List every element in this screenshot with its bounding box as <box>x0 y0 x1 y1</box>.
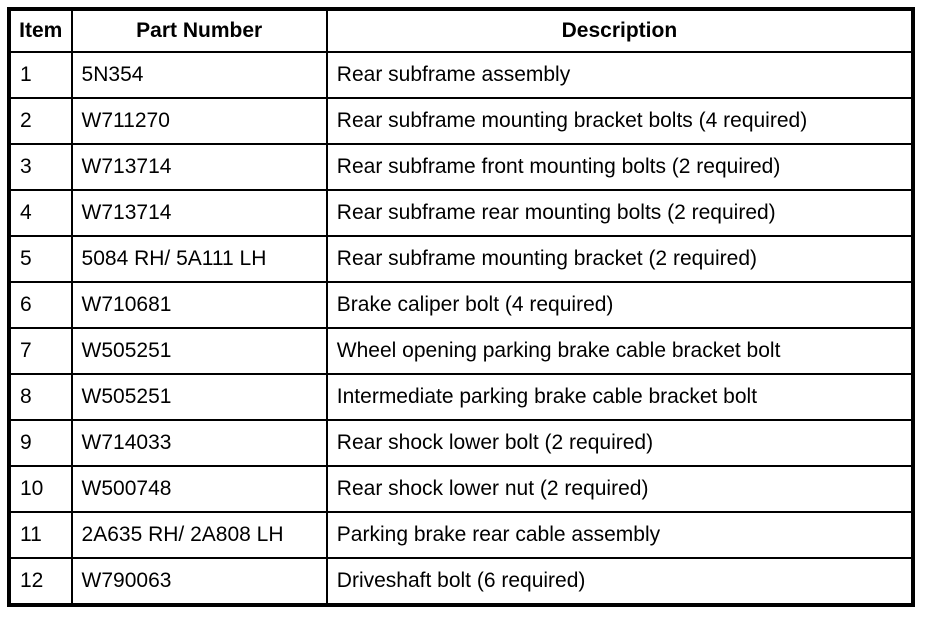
cell-description: Intermediate parking brake cable bracket… <box>325 373 915 421</box>
cell-description: Rear subframe assembly <box>325 51 915 99</box>
cell-description: Parking brake rear cable assembly <box>325 511 915 559</box>
cell-description: Driveshaft bolt (6 required) <box>325 557 915 606</box>
cell-description: Brake caliper bolt (4 required) <box>325 281 915 329</box>
cell-part-number: W505251 <box>70 327 328 375</box>
cell-part-number: 5084 RH/ 5A111 LH <box>70 235 328 283</box>
cell-part-number: 2A635 RH/ 2A808 LH <box>70 511 328 559</box>
cell-part-number: W713714 <box>70 189 328 237</box>
cell-part-number: W711270 <box>70 97 328 145</box>
cell-part-number: W713714 <box>70 143 328 191</box>
cell-item: 3 <box>8 143 73 191</box>
cell-part-number: W790063 <box>70 557 328 606</box>
cell-item: 12 <box>8 557 73 606</box>
cell-description: Rear subframe mounting bracket (2 requir… <box>325 235 915 283</box>
cell-description: Rear subframe front mounting bolts (2 re… <box>325 143 915 191</box>
cell-item: 11 <box>8 511 73 559</box>
cell-part-number: W500748 <box>70 465 328 513</box>
cell-description: Wheel opening parking brake cable bracke… <box>325 327 915 375</box>
cell-item: 7 <box>8 327 73 375</box>
cell-item: 8 <box>8 373 73 421</box>
cell-part-number: W714033 <box>70 419 328 467</box>
cell-part-number: 5N354 <box>70 51 328 99</box>
header-part-number: Part Number <box>70 8 328 53</box>
cell-item: 4 <box>8 189 73 237</box>
cell-description: Rear shock lower nut (2 required) <box>325 465 915 513</box>
cell-description: Rear shock lower bolt (2 required) <box>325 419 915 467</box>
cell-item: 1 <box>8 51 73 99</box>
header-row: Item Part Number Description <box>8 8 915 53</box>
cell-item: 6 <box>8 281 73 329</box>
header-item: Item <box>8 8 73 53</box>
cell-part-number: W710681 <box>70 281 328 329</box>
cell-part-number: W505251 <box>70 373 328 421</box>
cell-item: 10 <box>8 465 73 513</box>
cell-item: 9 <box>8 419 73 467</box>
cell-description: Rear subframe rear mounting bolts (2 req… <box>325 189 915 237</box>
header-description: Description <box>325 8 915 53</box>
cell-item: 5 <box>8 235 73 283</box>
cell-description: Rear subframe mounting bracket bolts (4 … <box>325 97 915 145</box>
cell-item: 2 <box>8 97 73 145</box>
